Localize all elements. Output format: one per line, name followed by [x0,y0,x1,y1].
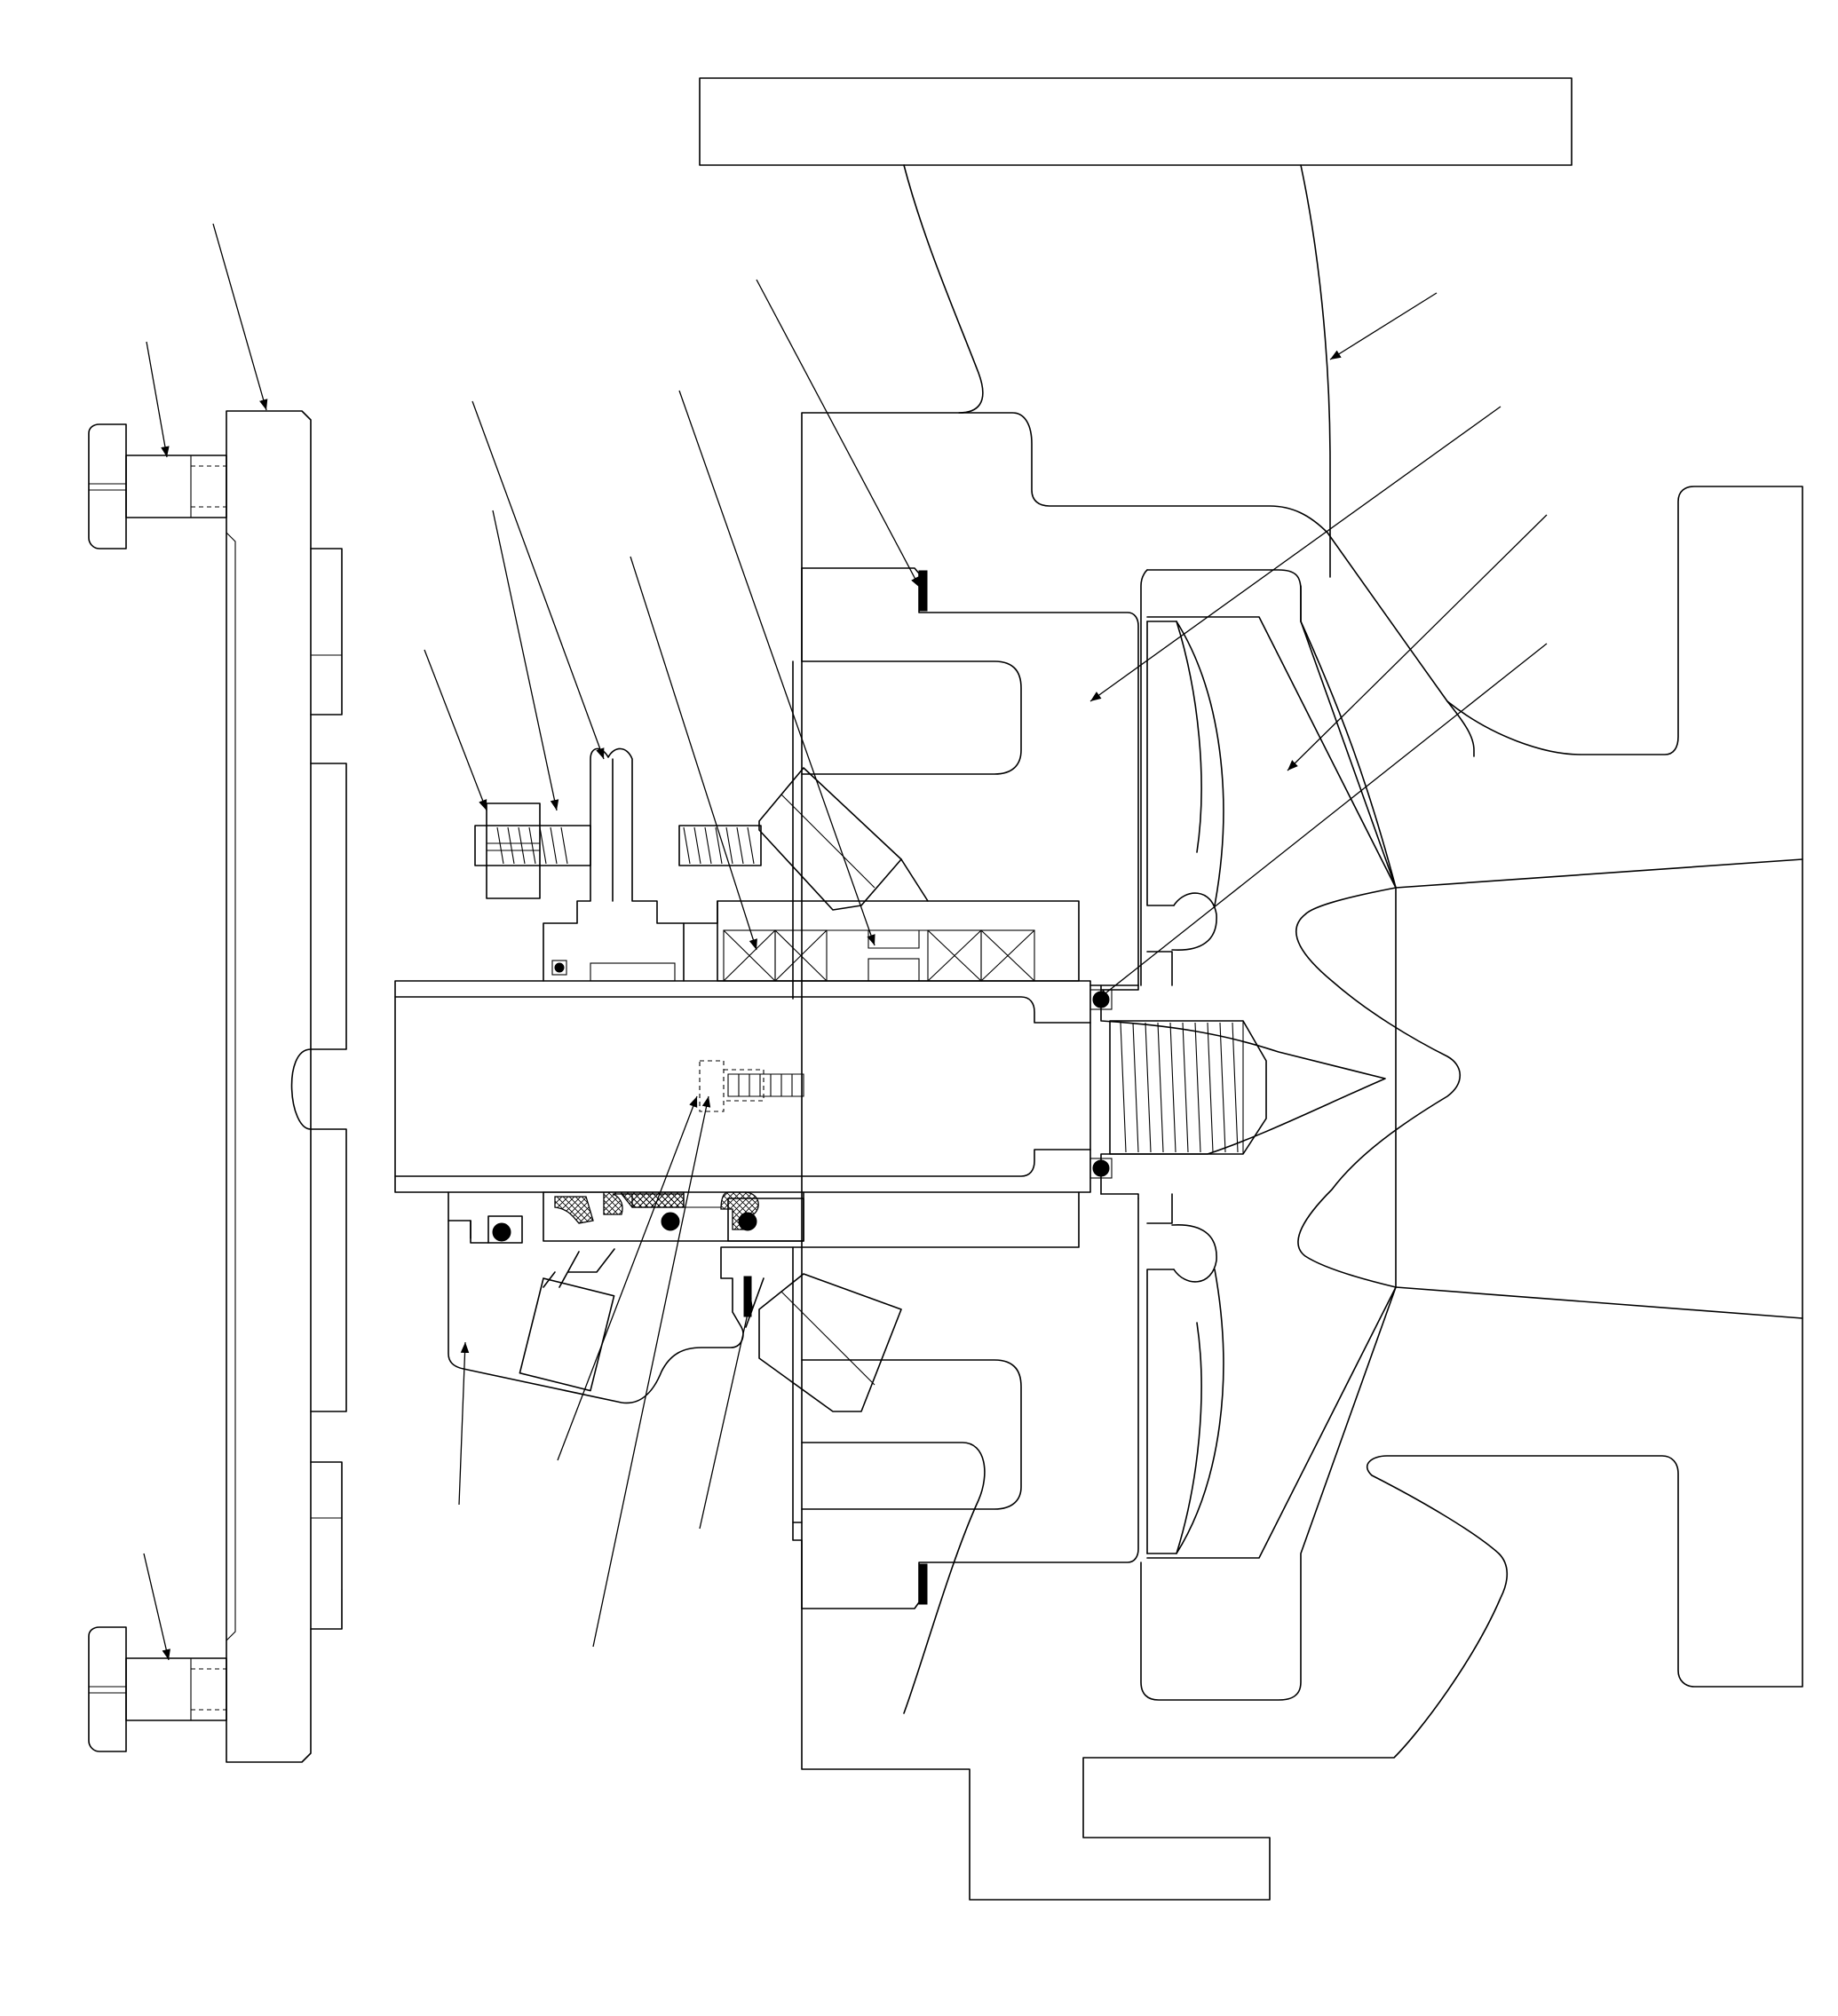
leader-impeller-o-ring [1097,643,1548,1000]
casing-gasket [918,570,928,1605]
gland-nut [486,802,541,899]
lantern-ring [868,930,920,982]
gland-stud [474,825,762,866]
shaft [394,980,1091,1193]
leader-casing-cover [1089,406,1501,702]
drain-plug [758,767,929,1412]
stuffing-box-upper [543,747,1080,982]
leader-lantern-ring [678,390,875,946]
leader-gland [471,400,605,760]
leader-set-screw [557,1095,698,1461]
leader-gland-stud-thread [492,510,559,811]
leader-gasket-lower [699,1297,754,1530]
leader-casing [1329,292,1438,360]
leader-impeller [1287,514,1548,771]
packing-ring [723,929,1035,982]
leader-flange-bolt-top [146,341,170,458]
cover-plate [226,410,347,1763]
leader-seal-gland [458,1341,470,1506]
impeller [1100,569,1461,1701]
leader-packing-ring [630,556,757,951]
lower-gasket [743,1276,752,1317]
seal-gland-lower [448,1191,1080,1404]
impeller-nut [1109,1020,1267,1155]
bolt-bottom [88,1626,227,1752]
leader-gland-stud-nut [424,649,487,811]
leader-flange-bolt-bottom [143,1553,170,1661]
leader-shaft-sleeve [592,1095,711,1648]
leader-casing-gasket-top [756,279,921,589]
volute-casing [699,77,1803,1901]
bolt-top [88,423,227,549]
set-screw [699,1060,804,1112]
leader-lines [143,223,1548,1661]
casing-cover [792,567,1139,1609]
leader-cover-plate [212,223,268,411]
